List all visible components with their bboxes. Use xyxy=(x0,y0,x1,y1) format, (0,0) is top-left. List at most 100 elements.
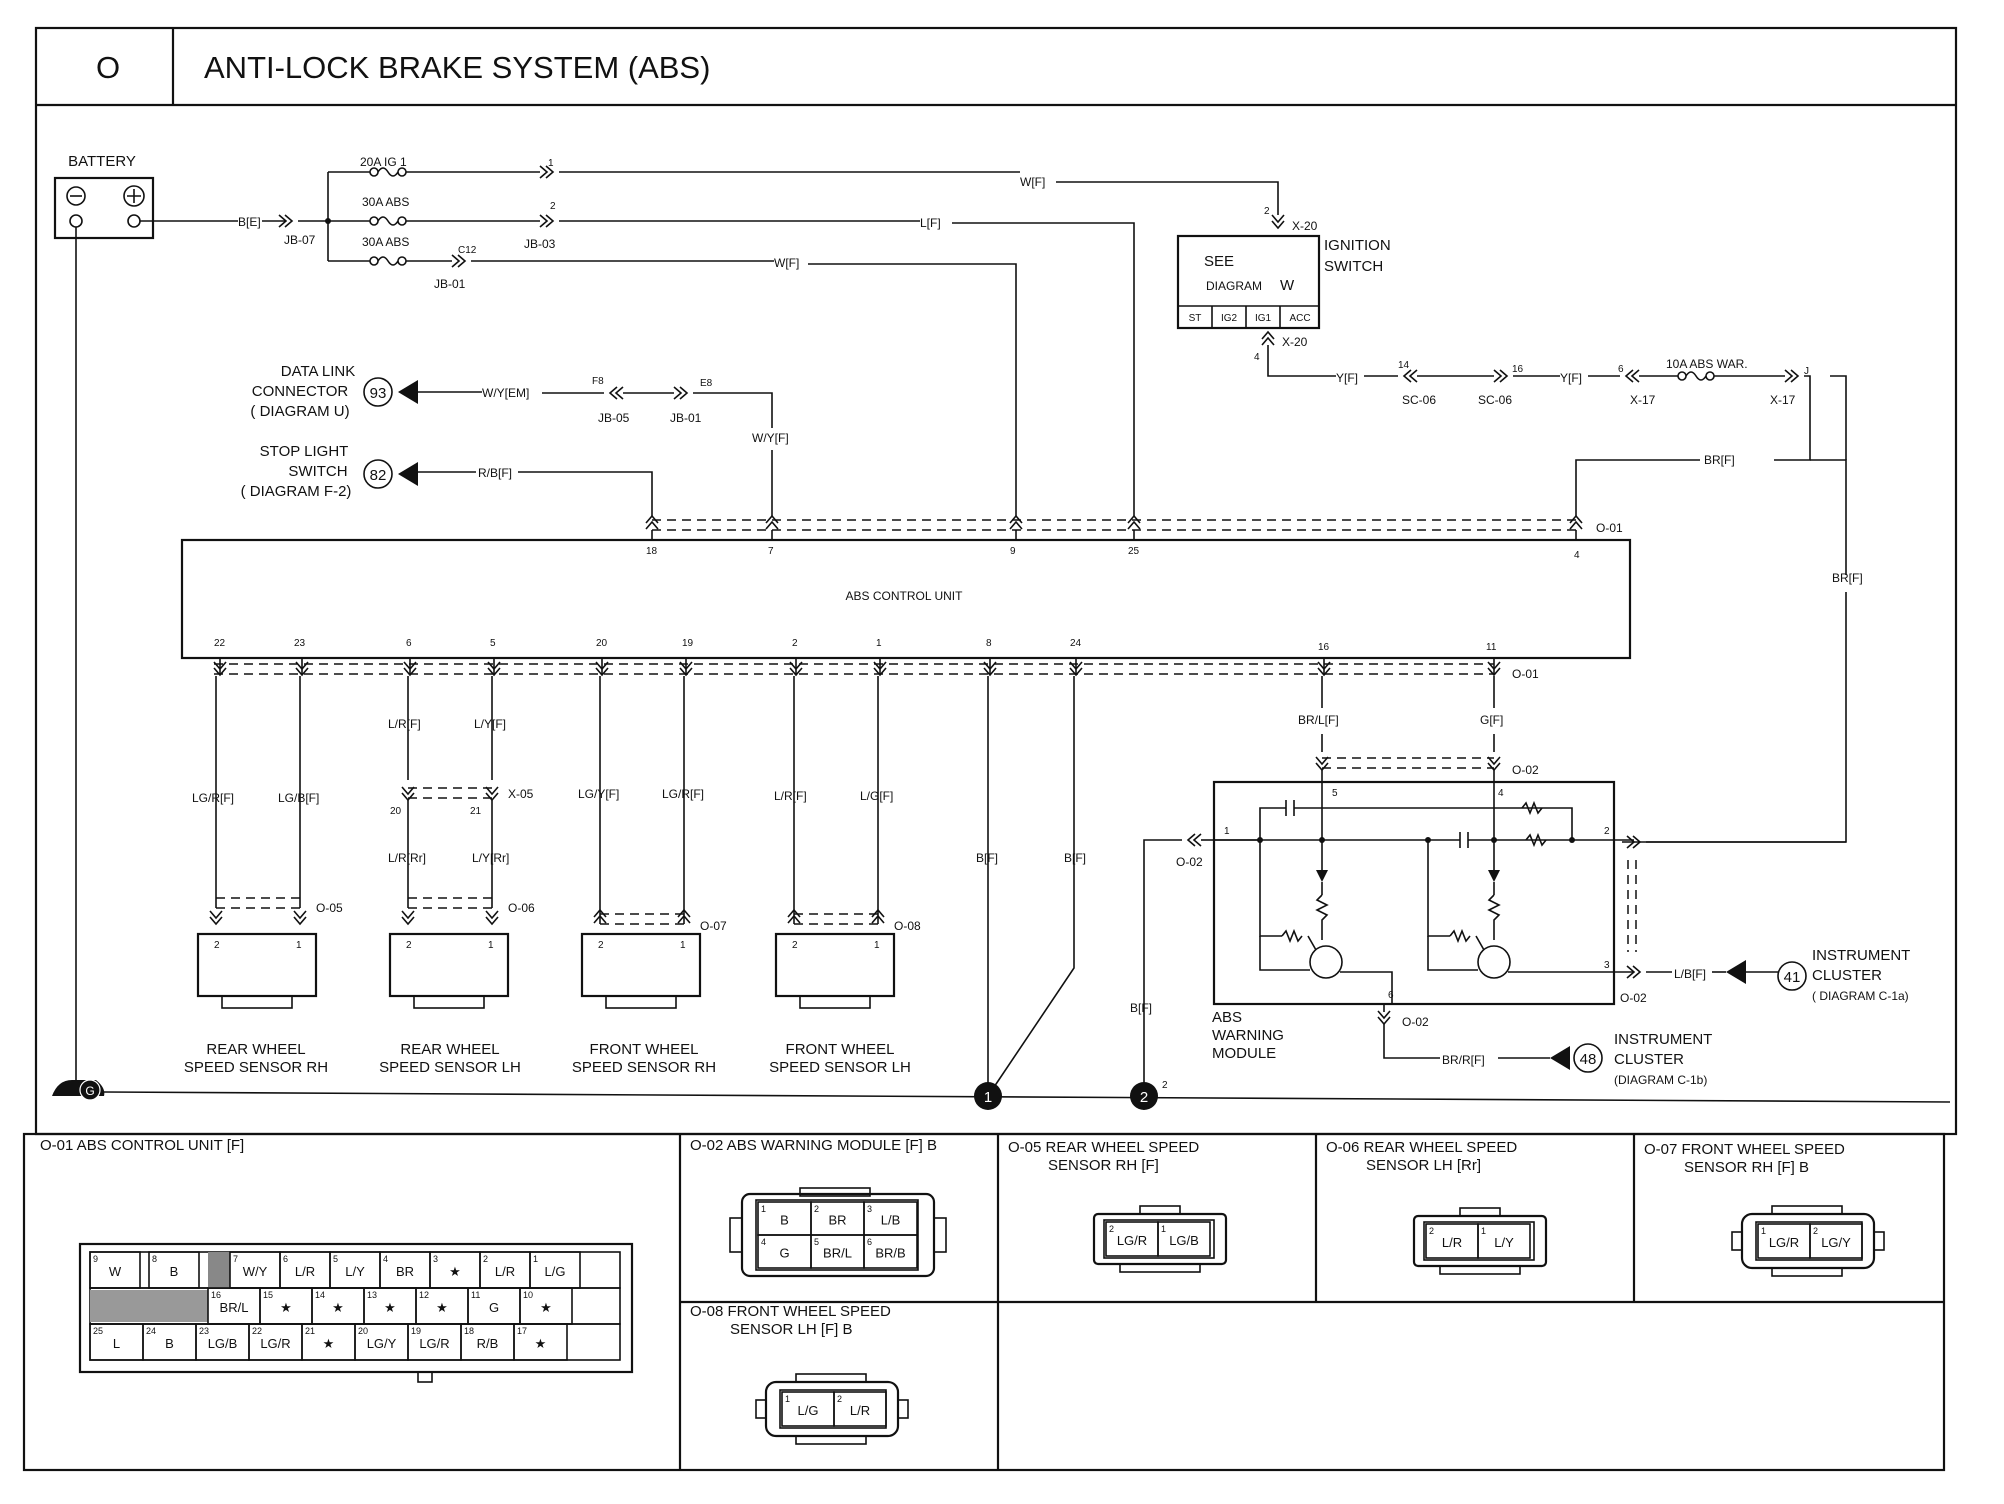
abs-control-unit-label: ABS CONTROL UNIT xyxy=(846,589,964,603)
instrument-cluster-48-circle xyxy=(1550,1043,1603,1073)
svg-text:2: 2 xyxy=(792,638,798,649)
svg-text:2: 2 xyxy=(837,1394,842,1404)
svg-text:48: 48 xyxy=(1580,1051,1597,1068)
svg-text:LG/R: LG/R xyxy=(1769,1235,1799,1250)
svg-text:SC-06: SC-06 xyxy=(1478,393,1512,407)
svg-text:16: 16 xyxy=(1318,642,1330,653)
connector-o07 xyxy=(1731,1205,1885,1277)
svg-text:DATA LINK: DATA LINK xyxy=(281,363,355,380)
svg-text:21: 21 xyxy=(470,806,482,817)
o01-pin-4: 4BR xyxy=(379,1251,431,1289)
o07-pin-2: 2LG/Y xyxy=(1809,1223,1863,1259)
svg-text:11: 11 xyxy=(1486,642,1497,653)
svg-text:4: 4 xyxy=(1574,550,1580,561)
svg-text:X-05: X-05 xyxy=(508,787,534,801)
o01-pin-12: 12★ xyxy=(415,1287,469,1325)
svg-text:O-06 REAR WHEEL SPEED: O-06 REAR WHEEL SPEED xyxy=(1326,1139,1517,1156)
svg-text:B[E]: B[E] xyxy=(238,215,261,229)
ground-point-1 xyxy=(1130,1082,1158,1110)
svg-text:21: 21 xyxy=(305,1326,315,1336)
svg-text:JB-01: JB-01 xyxy=(670,411,702,425)
diagram-frame xyxy=(34,26,1958,1136)
svg-text:30A ABS: 30A ABS xyxy=(362,195,409,209)
o02-pin-5: 5BR/L xyxy=(810,1234,865,1269)
svg-text:18: 18 xyxy=(464,1326,474,1336)
svg-text:5: 5 xyxy=(333,1254,338,1264)
svg-text:SENSOR RH [F]: SENSOR RH [F] xyxy=(1048,1157,1159,1174)
ground-point-2 xyxy=(974,1082,1002,1110)
svg-text:IGNITION: IGNITION xyxy=(1324,237,1391,254)
svg-text:6: 6 xyxy=(1388,990,1394,1001)
o02-pin-1: 1B xyxy=(757,1201,812,1236)
svg-text:B: B xyxy=(780,1213,789,1228)
instrument-cluster-41-circle xyxy=(1726,960,1807,991)
svg-text:2: 2 xyxy=(1264,206,1270,217)
o07-pin-1: 1LG/R xyxy=(1757,1223,1811,1259)
svg-text:SEE: SEE xyxy=(1204,253,1234,270)
svg-text:6: 6 xyxy=(283,1254,288,1264)
abs-control-unit xyxy=(180,538,1632,660)
svg-text:CLUSTER: CLUSTER xyxy=(1614,1051,1684,1068)
svg-text:X-20: X-20 xyxy=(1282,335,1308,349)
o02-pin-4: 4G xyxy=(757,1234,812,1269)
svg-text:★: ★ xyxy=(449,1264,461,1279)
svg-text:BR/L[F]: BR/L[F] xyxy=(1298,713,1339,727)
o05-pin-1: 1LG/B xyxy=(1157,1221,1211,1257)
svg-text:L/R: L/R xyxy=(495,1264,515,1279)
o01-pin-17: 17★ xyxy=(513,1323,568,1361)
svg-text:L/R[Rr]: L/R[Rr] xyxy=(388,851,426,865)
o01-pin-5: 5L/Y xyxy=(329,1251,381,1289)
svg-text:STOP LIGHT: STOP LIGHT xyxy=(260,443,349,460)
svg-text:R/B: R/B xyxy=(477,1336,499,1351)
section-letter: O xyxy=(96,50,120,85)
o08-pin-1: 1L/G xyxy=(781,1391,835,1427)
battery-label: BATTERY xyxy=(68,153,136,170)
svg-text:BR: BR xyxy=(828,1213,846,1228)
svg-text:★: ★ xyxy=(540,1300,552,1315)
svg-text:2: 2 xyxy=(1109,1224,1114,1234)
svg-text:14: 14 xyxy=(315,1290,325,1300)
svg-text:G: G xyxy=(85,1084,94,1098)
svg-text:SC-06: SC-06 xyxy=(1402,393,1436,407)
svg-text:2: 2 xyxy=(792,940,798,951)
o01-pin-15: 15★ xyxy=(259,1287,313,1325)
svg-text:( DIAGRAM U): ( DIAGRAM U) xyxy=(250,403,349,420)
svg-text:L/G: L/G xyxy=(798,1403,819,1418)
svg-text:W[F]: W[F] xyxy=(774,256,799,270)
svg-text:★: ★ xyxy=(384,1300,396,1315)
svg-text:2: 2 xyxy=(550,201,556,212)
svg-text:2: 2 xyxy=(214,940,220,951)
o01-pin-10: 10★ xyxy=(519,1287,573,1325)
svg-text:( DIAGRAM F-2): ( DIAGRAM F-2) xyxy=(241,483,352,500)
o01-pin-11: 11G xyxy=(467,1287,521,1325)
svg-text:20: 20 xyxy=(390,806,402,817)
svg-text:★: ★ xyxy=(280,1300,292,1315)
svg-text:L/Y: L/Y xyxy=(1494,1235,1514,1250)
svg-text:INSTRUMENT: INSTRUMENT xyxy=(1614,1031,1712,1048)
svg-text:17: 17 xyxy=(517,1326,527,1336)
svg-text:4: 4 xyxy=(383,1254,388,1264)
svg-text:7: 7 xyxy=(768,546,774,557)
o01-pin-14: 14★ xyxy=(311,1287,365,1325)
svg-text:2: 2 xyxy=(814,1204,819,1214)
svg-text:9: 9 xyxy=(1010,546,1016,557)
svg-text:22: 22 xyxy=(252,1326,262,1336)
svg-text:L/B: L/B xyxy=(881,1213,901,1228)
svg-text:L/R[F]: L/R[F] xyxy=(388,717,421,731)
svg-text:1: 1 xyxy=(533,1254,538,1264)
svg-text:6: 6 xyxy=(1618,364,1624,375)
svg-text:CLUSTER: CLUSTER xyxy=(1812,967,1882,984)
page-title: ANTI-LOCK BRAKE SYSTEM (ABS) xyxy=(204,50,710,85)
svg-text:CONNECTOR: CONNECTOR xyxy=(252,383,349,400)
svg-text:SPEED SENSOR RH: SPEED SENSOR RH xyxy=(572,1059,716,1076)
svg-text:BR/L: BR/L xyxy=(220,1300,249,1315)
svg-text:BR/L: BR/L xyxy=(823,1246,852,1261)
connector-o08 xyxy=(755,1373,909,1445)
o02-pin-2: 2BR xyxy=(810,1201,865,1236)
svg-text:O-06: O-06 xyxy=(508,901,535,915)
svg-text:LG/B: LG/B xyxy=(208,1336,238,1351)
svg-text:IG2: IG2 xyxy=(1221,313,1238,324)
svg-text:7: 7 xyxy=(233,1254,238,1264)
